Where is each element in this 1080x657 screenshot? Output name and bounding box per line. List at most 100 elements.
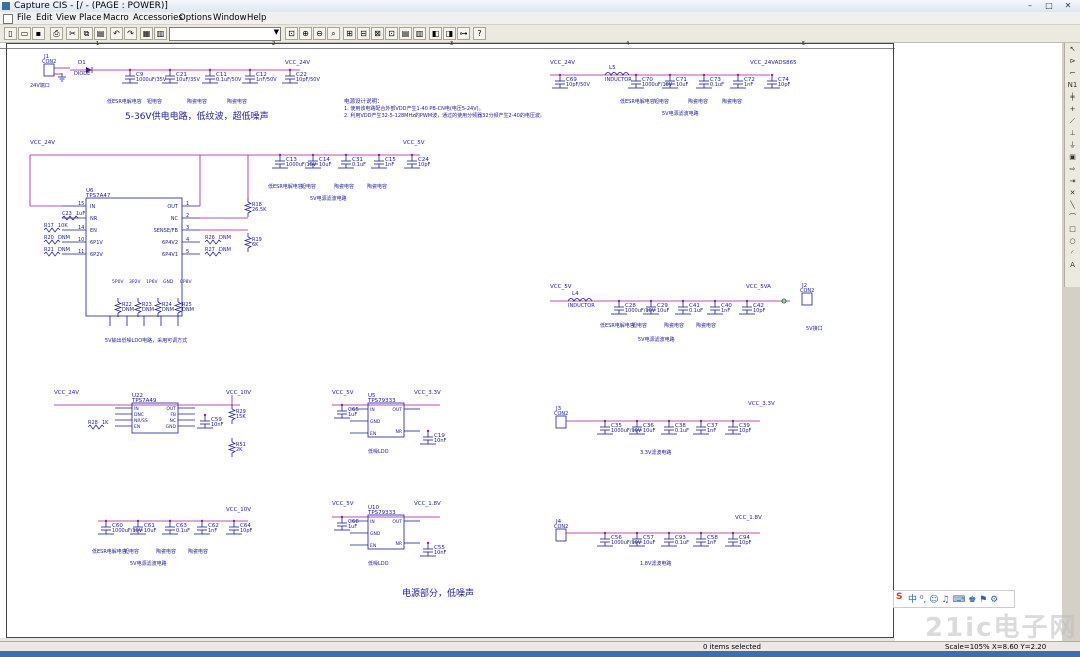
section-caption: 低噪LDO (368, 448, 389, 455)
ic-part-number: TPS7A47 (85, 193, 111, 199)
snap-icon[interactable]: ▥ (154, 27, 167, 40)
rectangle-tool-icon[interactable]: □ (1069, 225, 1076, 233)
ellipse-tool-icon[interactable]: ○ (1069, 237, 1076, 245)
layout-icon[interactable]: ▥ (413, 27, 426, 40)
grid-icon[interactable]: ▦ (140, 27, 153, 40)
close-button[interactable]: ✕ (1064, 1, 1072, 10)
resistor-value: 1uF (76, 211, 85, 217)
resistor-value: 10K (58, 223, 68, 229)
inductor-type: INDUCTOR (568, 303, 595, 309)
menu-edit[interactable]: Edit (36, 13, 53, 23)
junction-dot (344, 153, 348, 157)
capacitor-value: 10pF/50V (296, 77, 320, 83)
net-label: VCC_10V (226, 507, 251, 513)
menu-options[interactable]: Options (179, 13, 212, 23)
ic-part-number: TPS7A49 (131, 398, 157, 404)
back-icon[interactable]: ◧ (429, 27, 442, 40)
junction-dot (731, 419, 735, 423)
diode-ref: D1 (78, 60, 86, 66)
capacitor-ref: C63 (176, 523, 187, 529)
capacitor-value: 1uF (348, 524, 357, 530)
ic-pin-name: 6P4V2 (162, 240, 178, 246)
ic-ref: U6 (86, 188, 94, 194)
bus-entry-tool-icon[interactable]: ⟋ (1070, 117, 1075, 125)
ic-pin-number: 5 (186, 249, 189, 255)
place-part-icon[interactable]: ⊡ (285, 27, 298, 40)
new-icon[interactable]: ▯ (4, 27, 17, 40)
annotate-icon[interactable]: ⊞ (343, 27, 356, 40)
power-tool-icon[interactable]: ⊥ (1069, 129, 1076, 137)
help-icon[interactable]: ? (473, 27, 486, 40)
ime-logo: S (896, 592, 903, 602)
hier-block-tool-icon[interactable]: ▣ (1069, 153, 1076, 161)
junction-tool-icon[interactable]: + (1069, 105, 1076, 113)
hierarchy-icon[interactable]: ⊶ (457, 27, 470, 40)
save-icon[interactable]: ▪ (32, 27, 45, 40)
ic-pin-name: EN (370, 431, 376, 437)
connector-body (555, 415, 567, 429)
connector-body (555, 528, 567, 542)
net-label: VCC_24VADS865 (750, 60, 797, 66)
cut-icon[interactable]: ✂ (66, 27, 79, 40)
hier-port-tool-icon[interactable]: ⇨ (1069, 165, 1076, 173)
document-icon[interactable] (3, 14, 13, 24)
off-page-tool-icon[interactable]: ⇥ (1069, 177, 1076, 185)
redo-icon[interactable]: ↷ (124, 27, 137, 40)
capacitor-ref: C22 (296, 72, 307, 78)
menu-view[interactable]: View (56, 13, 77, 23)
zoom-area-icon[interactable]: ⌕ (327, 27, 340, 40)
selection-status: 0 items selected (703, 643, 761, 651)
ime-toolbar[interactable]: S 中 ⁰, ☺ ♫ ⌨ ♚ ⚑ ⚙ (893, 590, 1015, 608)
junction-dot (558, 73, 562, 77)
junction-dot (713, 299, 717, 303)
undo-icon[interactable]: ↶ (110, 27, 123, 40)
capacitor-value: 1000uF/10V (611, 428, 642, 434)
junction-dot (745, 299, 749, 303)
polyline-tool-icon[interactable]: ⌒ (1069, 213, 1076, 221)
horizontal-scrollbar[interactable] (0, 638, 895, 643)
ic-pin-name: FB (170, 412, 176, 418)
menu-accessories[interactable]: Accessories (133, 13, 183, 23)
capacitor-value: 10nF (434, 438, 447, 444)
wire-tool-icon[interactable]: ⌐ (1069, 69, 1076, 77)
zoom-in-icon[interactable]: ⊕ (299, 27, 312, 40)
net-label: VCC_5V (332, 390, 354, 396)
part-tool-icon[interactable]: ⊳ (1069, 57, 1076, 65)
select-tool-icon[interactable]: ↖ (1069, 45, 1076, 53)
forward-icon[interactable]: ◨ (443, 27, 456, 40)
menu-place[interactable]: Place (79, 13, 102, 23)
copy-icon[interactable]: ⧉ (80, 27, 93, 40)
menu-help[interactable]: Help (247, 13, 267, 23)
ic-pin-name: EN (90, 228, 97, 234)
part-combo[interactable]: ▼ (169, 27, 281, 41)
maximize-button[interactable]: □ (1045, 1, 1053, 10)
menu-macro[interactable]: Macro (103, 13, 129, 23)
paste-icon[interactable]: ▤ (94, 27, 107, 40)
drc-icon[interactable]: ⊟ (357, 27, 370, 40)
zoom-out-icon[interactable]: ⊖ (313, 27, 326, 40)
menu-file[interactable]: File (17, 13, 32, 23)
net-label: VCC_5V (332, 501, 354, 507)
bus-tool-icon[interactable]: ╪ (1070, 93, 1075, 101)
netlist-icon[interactable]: ⊠ (371, 27, 384, 40)
menu-window[interactable]: Window (213, 13, 247, 23)
capacitor-type-label: 陶瓷电容 (367, 183, 387, 190)
line-tool-icon[interactable]: ╲ (1070, 201, 1075, 209)
no-connect-tool-icon[interactable]: ✕ (1069, 189, 1076, 197)
net-alias-tool-icon[interactable]: N1 (1067, 81, 1078, 89)
crossref-icon[interactable]: ⊡ (385, 27, 398, 40)
resistor-ref: R25 (182, 302, 192, 308)
arc-tool-icon[interactable]: ◜ (1071, 249, 1074, 257)
ground-tool-icon[interactable]: ⏚ (1069, 141, 1076, 149)
capacitor-value: 0.1uF (675, 428, 689, 434)
section-caption: 5-36V供电电路，低纹波，超低噪声 (125, 110, 269, 122)
net-label: VCC_24V (30, 140, 55, 146)
bom-icon[interactable]: ▤ (399, 27, 412, 40)
text-tool-icon[interactable]: A (1070, 261, 1075, 269)
open-icon[interactable]: ▭ (18, 27, 31, 40)
print-icon[interactable]: ⎙ (50, 27, 63, 40)
resistor-ref: R28 (88, 420, 98, 426)
minimize-button[interactable]: – (1028, 1, 1032, 10)
ic-part-number: TPS79333 (367, 398, 396, 404)
